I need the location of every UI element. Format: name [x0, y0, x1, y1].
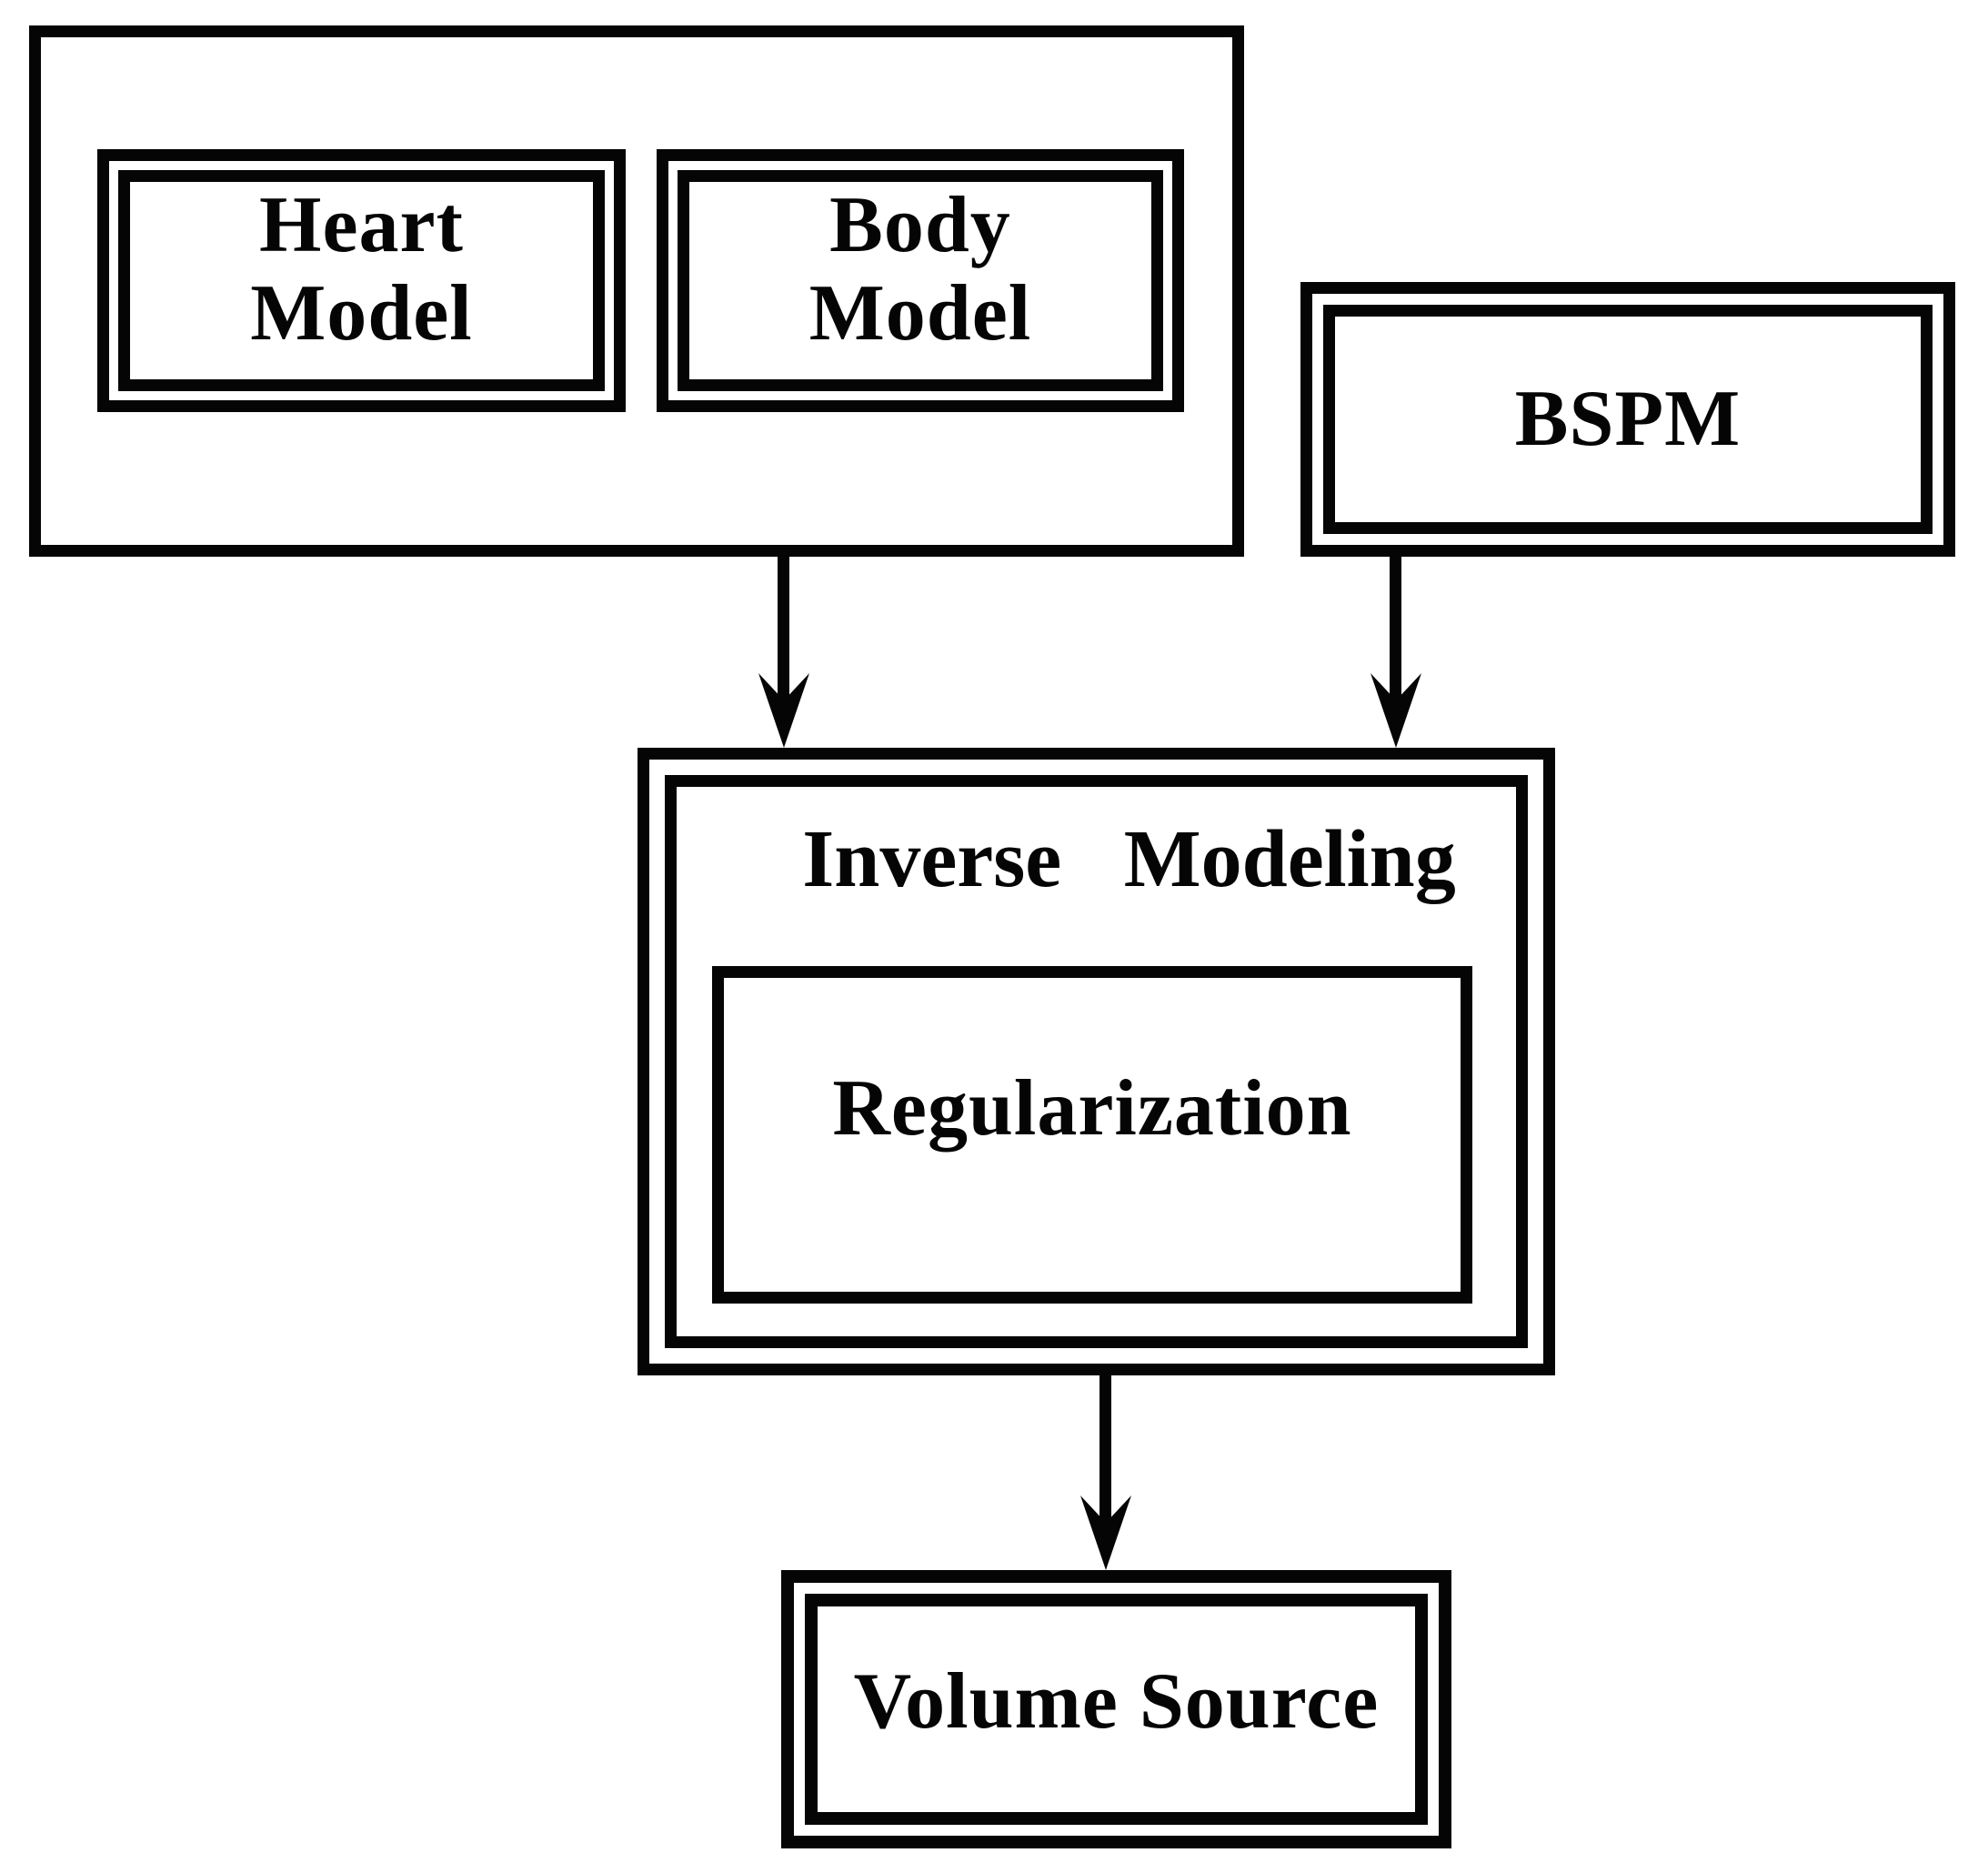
arrow-inverse-to-volume-head: [1080, 1495, 1131, 1570]
inverse-modeling-title: Inverse Modeling: [802, 814, 1456, 904]
body-model-label: Body Model: [808, 180, 1032, 358]
arrow-inverse-to-volume-shaft: [1099, 1364, 1111, 1528]
regularization-label: Regularization: [832, 1064, 1352, 1153]
volume-source-box: Volume Source: [781, 1570, 1451, 1848]
volume-source-label: Volume Source: [853, 1656, 1380, 1746]
body-model-label-line1: Body: [829, 180, 1011, 269]
arrow-bspm-to-inverse-head: [1371, 673, 1421, 748]
inverse-modeling-inner-border: [665, 775, 1528, 1348]
heart-model-label-line1: Heart: [259, 180, 464, 269]
body-model-box: Body Model: [657, 149, 1184, 412]
arrow-bspm-to-inverse-shaft: [1390, 546, 1401, 708]
bspm-label: BSPM: [1514, 374, 1742, 463]
body-model-label-line2: Model: [808, 268, 1032, 357]
arrow-models-to-inverse-head: [758, 673, 809, 748]
arrow-models-to-inverse-shaft: [778, 546, 789, 708]
heart-model-label-line2: Model: [250, 268, 473, 357]
bspm-box: BSPM: [1300, 282, 1955, 557]
bspm-inner-border: BSPM: [1323, 305, 1933, 534]
heart-model-label: Heart Model: [250, 180, 473, 358]
volume-source-inner-border: Volume Source: [805, 1594, 1428, 1825]
regularization-box: Regularization: [712, 966, 1472, 1304]
heart-model-inner-border: Heart Model: [118, 170, 605, 391]
heart-model-box: Heart Model: [97, 149, 626, 412]
body-model-inner-border: Body Model: [678, 170, 1163, 391]
